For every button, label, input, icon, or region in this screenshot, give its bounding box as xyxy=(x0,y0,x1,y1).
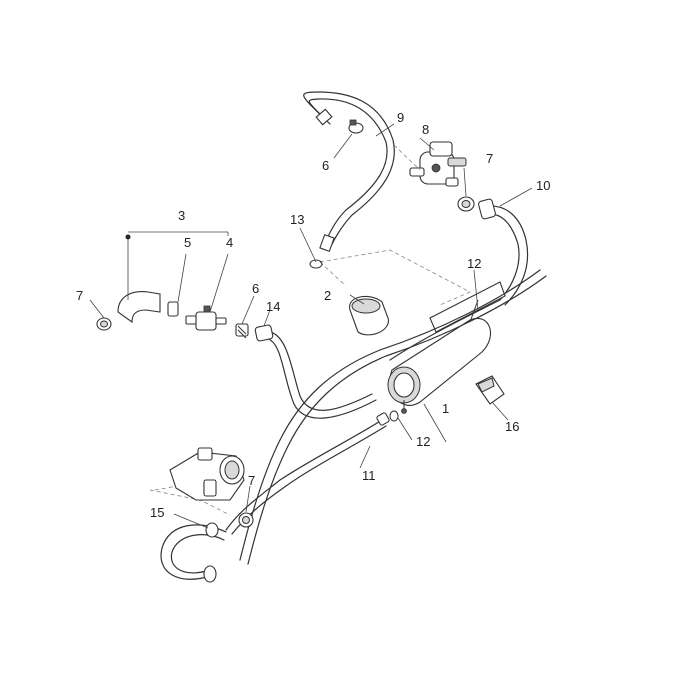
hose-clamp-15 xyxy=(203,522,219,583)
callout-3: 3 xyxy=(178,208,185,223)
hose-clamp-7-bottom xyxy=(238,512,254,528)
callout-6-top: 6 xyxy=(322,158,329,173)
sleeve-5 xyxy=(167,301,179,317)
callout-6-middle: 6 xyxy=(252,281,259,296)
callout-8: 8 xyxy=(422,122,429,137)
callout-5: 5 xyxy=(184,235,191,250)
hose-clamp-7-left xyxy=(96,317,112,331)
callout-1: 1 xyxy=(442,401,449,416)
callout-16: 16 xyxy=(505,419,519,434)
hose-clamp-7-right xyxy=(457,196,475,212)
rubber-cap-16 xyxy=(475,375,505,405)
callout-7-bottom: 7 xyxy=(248,473,255,488)
callout-12-upper: 12 xyxy=(467,256,481,271)
spring-6-middle xyxy=(235,323,249,339)
throttle-body xyxy=(169,447,245,501)
leader-lines xyxy=(89,123,533,529)
o-ring-12-lower xyxy=(389,410,399,422)
callout-15: 15 xyxy=(150,505,164,520)
hose-14 xyxy=(254,324,377,419)
charcoal-canister-1 xyxy=(387,281,506,414)
elbow-hose-3 xyxy=(117,291,161,324)
o-ring-13 xyxy=(309,259,323,269)
valve-8 xyxy=(409,141,467,187)
callout-10: 10 xyxy=(536,178,550,193)
callout-11: 11 xyxy=(362,468,376,483)
clamp-2 xyxy=(349,295,389,336)
callout-7-left: 7 xyxy=(76,288,83,303)
callout-7-right: 7 xyxy=(486,151,493,166)
hose-10 xyxy=(478,198,529,306)
hose-clamp-6-top xyxy=(348,119,364,134)
hose-9 xyxy=(303,91,395,252)
callout-14: 14 xyxy=(266,299,280,314)
callout-2: 2 xyxy=(324,288,331,303)
callout-12-lower: 12 xyxy=(416,434,430,449)
callout-9: 9 xyxy=(397,110,404,125)
check-valve-4 xyxy=(185,305,227,331)
callout-13: 13 xyxy=(290,212,304,227)
callout-4: 4 xyxy=(226,235,233,250)
vent-hoses xyxy=(239,269,547,565)
